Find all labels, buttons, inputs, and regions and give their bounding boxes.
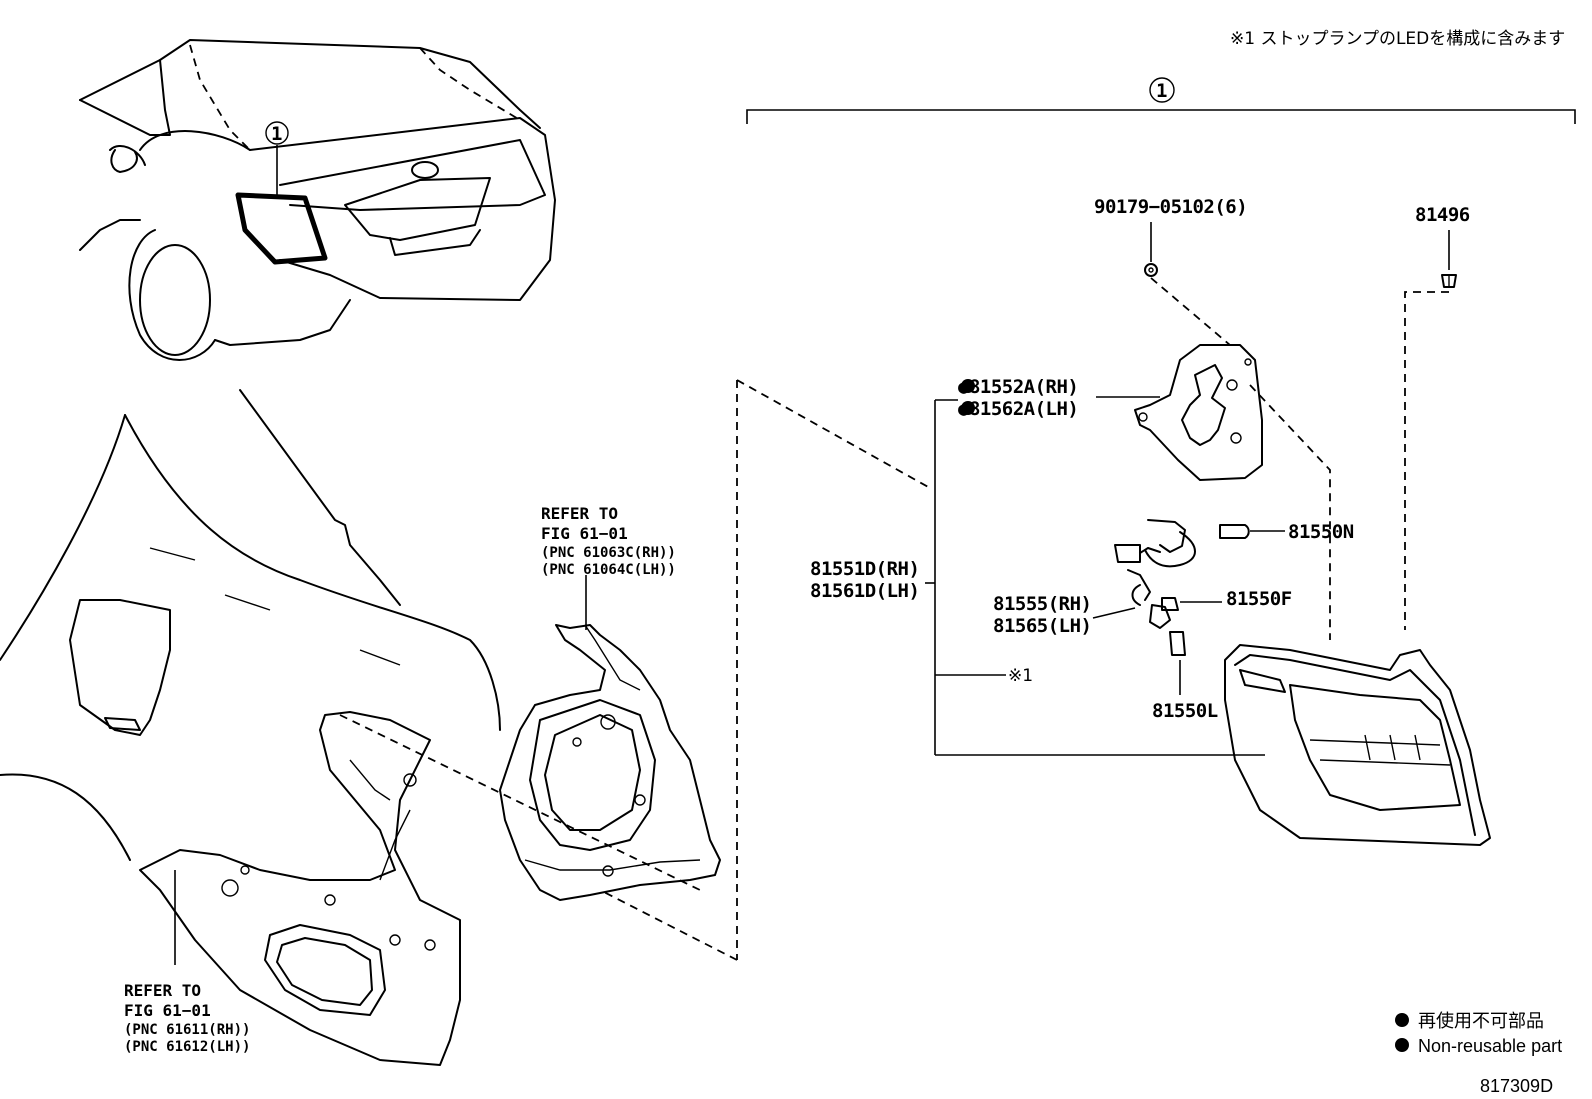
label-socket-lh: 81565(LH) [993,615,1091,637]
label-bulb-l: 81550L [1152,700,1218,722]
label-lamp-rh: 81551D(RH) [810,558,919,580]
label-bulb-n: 81550N [1288,521,1354,543]
gasket-illustration [1134,344,1263,481]
inner-panel-illustration [499,624,721,901]
screw-icon [1144,263,1158,277]
refer-quarter-line3: (PNC 61611(RH)) [124,1022,250,1038]
refer-quarter-line1: REFER TO [124,981,201,1000]
wire-harness-illustration [1114,519,1196,629]
legend-jp: 再使用不可部品 [1418,1011,1544,1031]
refer-panel-line1: REFER TO [541,504,618,523]
label-bulb-f: 81550F [1226,588,1292,610]
label-screw: 90179−05102(6) [1094,196,1247,218]
figure-id: 817309D [1480,1076,1553,1096]
label-socket-rh: 81555(RH) [993,593,1091,615]
quarter-panel-illustration [0,389,501,1066]
tail-lamp-illustration [1224,644,1491,846]
legend-bullet-en [1395,1038,1409,1052]
legend-bullet-jp [1395,1013,1409,1027]
header-note: ※1 ストップランプのLEDを構成に含みます [1230,29,1565,49]
bulb-f-icon [1161,597,1179,611]
car-rear-illustration [79,39,556,361]
refer-quarter-line4: (PNC 61612(LH)) [124,1039,250,1055]
label-note-ref: ※1 [1008,666,1033,686]
refer-panel-line2: FIG 61−01 [541,524,628,543]
refer-panel-line3: (PNC 61063C(RH)) [541,545,676,561]
label-gasket-rh: ●81552A(RH) [958,376,1078,398]
callout-mark-car: 1 [271,123,282,145]
refer-quarter-line2: FIG 61−01 [124,1001,211,1020]
bullet-icon [961,379,975,415]
clip-icon [1441,274,1457,288]
legend-en: Non-reusable part [1418,1036,1562,1056]
label-clip: 81496 [1415,204,1470,226]
label-gasket-lh: ●81562A(LH) [958,398,1078,420]
bulb-n-icon [1219,524,1250,539]
refer-panel-line4: (PNC 61064C(LH)) [541,562,676,578]
assembly-mark: 1 [1156,80,1167,102]
bulb-l-icon [1169,631,1186,656]
label-lamp-lh: 81561D(LH) [810,580,919,602]
